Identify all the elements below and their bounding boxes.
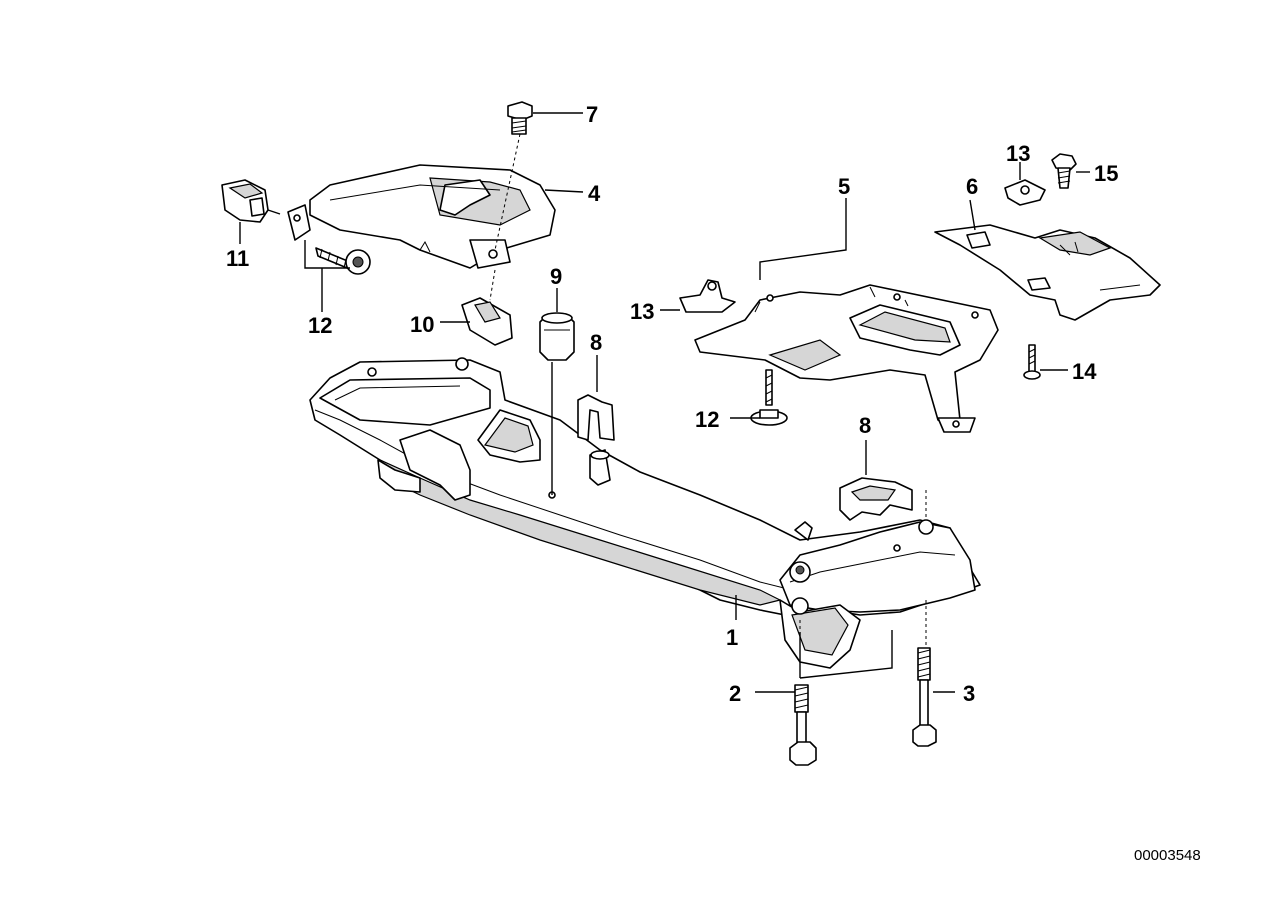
callout-8-right: 8 bbox=[859, 413, 871, 438]
callout-2: 2 bbox=[729, 681, 741, 706]
callout-12-left: 12 bbox=[308, 313, 332, 338]
callout-11: 11 bbox=[226, 246, 249, 271]
bolt-part-2 bbox=[789, 684, 817, 766]
callout-5: 5 bbox=[838, 174, 850, 199]
clip-part-11 bbox=[221, 179, 269, 223]
callout-13-left: 13 bbox=[630, 299, 654, 324]
callout-15: 15 bbox=[1094, 161, 1118, 186]
callout-7: 7 bbox=[586, 102, 598, 127]
callout-13-right: 13 bbox=[1006, 141, 1030, 166]
callout-labels: 1 2 3 4 5 6 7 8 8 9 10 11 12 12 13 13 14… bbox=[226, 102, 1118, 706]
bolt-part-7 bbox=[507, 101, 533, 135]
leader-lines bbox=[239, 112, 1090, 693]
underbody-panel-part-5 bbox=[694, 284, 999, 433]
callout-10: 10 bbox=[410, 312, 434, 337]
speed-nut-part-13-left bbox=[679, 279, 736, 313]
nut-part-9 bbox=[539, 312, 575, 361]
speed-nut-part-13-right bbox=[1004, 179, 1046, 206]
screw-part-12-left bbox=[315, 247, 371, 275]
callout-12-center: 12 bbox=[695, 407, 719, 432]
callout-9: 9 bbox=[550, 264, 562, 289]
clip-part-8-right bbox=[839, 477, 913, 521]
clip-part-10 bbox=[461, 297, 513, 346]
screw-part-14 bbox=[1023, 344, 1041, 380]
callout-3: 3 bbox=[963, 681, 975, 706]
callout-1: 1 bbox=[726, 625, 738, 650]
callout-4: 4 bbox=[588, 181, 601, 206]
cover-part-4 bbox=[287, 164, 556, 269]
callout-8-left: 8 bbox=[590, 330, 602, 355]
screw-part-12-center bbox=[750, 369, 788, 426]
axle-carrier-part bbox=[309, 357, 981, 669]
diagram-reference-number: 00003548 bbox=[1134, 847, 1201, 864]
bolt-part-15 bbox=[1051, 153, 1077, 189]
bolt-part-3 bbox=[912, 647, 937, 747]
panel-part-6 bbox=[934, 224, 1161, 321]
clip-part-8-left bbox=[577, 394, 615, 441]
callout-14: 14 bbox=[1072, 359, 1097, 384]
callout-6: 6 bbox=[966, 174, 978, 199]
